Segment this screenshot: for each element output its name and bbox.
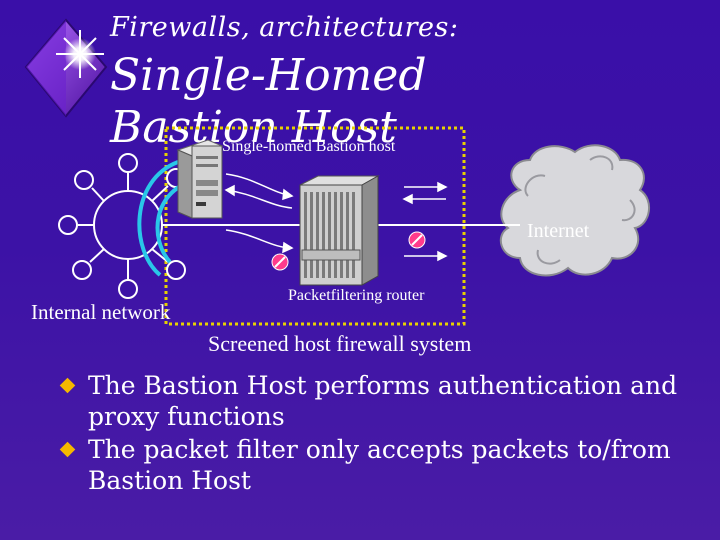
bastion-host-label: Single-homed Bastion host (222, 138, 396, 155)
firewall-system-label: Screened host firewall system (208, 331, 472, 356)
packet-arrows (224, 173, 448, 262)
internal-network-hub (78, 172, 520, 280)
bastion-host-icon (176, 139, 224, 219)
bullet-text: The Bastion Host performs authentication… (88, 371, 678, 431)
packet-filtering-router-icon (299, 175, 380, 286)
slide-subtitle: Firewalls, architectures: (110, 12, 459, 43)
bullet-item: The Bastion Host performs authentication… (56, 370, 696, 432)
internal-network-label: Internal network (31, 300, 171, 324)
internet-label: Internet (527, 220, 590, 242)
bullet-text: The packet filter only accepts packets t… (88, 435, 671, 495)
diamond-bullet-icon (59, 441, 76, 458)
router-label: Packetfiltering router (288, 287, 425, 304)
blocked-icons (271, 231, 426, 271)
sparkle-diamond-logo (24, 18, 108, 118)
diamond-bullet-icon (59, 377, 76, 394)
slide-title: Single-Homed Bastion Host (110, 50, 427, 153)
bullet-list: The Bastion Host performs authentication… (56, 370, 696, 498)
bullet-item: The packet filter only accepts packets t… (56, 434, 696, 496)
internet-cloud-icon (499, 144, 650, 277)
